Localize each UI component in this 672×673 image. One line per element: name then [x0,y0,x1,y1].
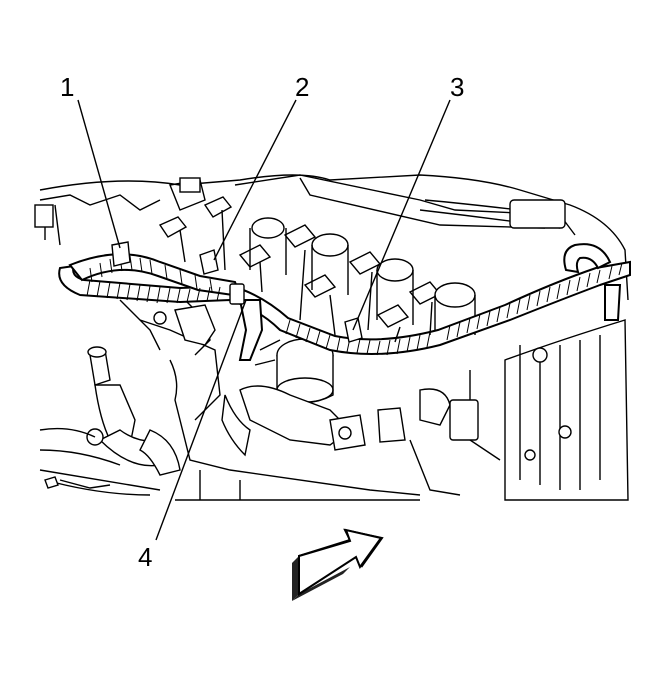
engine-background [34,174,629,501]
callout-leaders [77,99,451,541]
left-hoses [39,346,181,496]
callout-3: 3 [450,72,464,102]
engine-front [119,299,479,501]
callout-1-leader [77,99,121,249]
callout-2: 2 [295,72,309,102]
callout-2-leader [213,99,297,261]
callout-4-leader [155,299,247,541]
manifold-runners [451,319,629,501]
front-direction-arrow-icon [292,528,384,601]
injector-connectors [158,196,442,328]
wiring-harness [58,209,631,361]
callout-1: 1 [60,72,74,102]
coil-bosses [249,217,476,335]
throttle-body [239,338,406,451]
callout-4: 4 [138,542,152,572]
callout-3-leader [352,99,451,331]
